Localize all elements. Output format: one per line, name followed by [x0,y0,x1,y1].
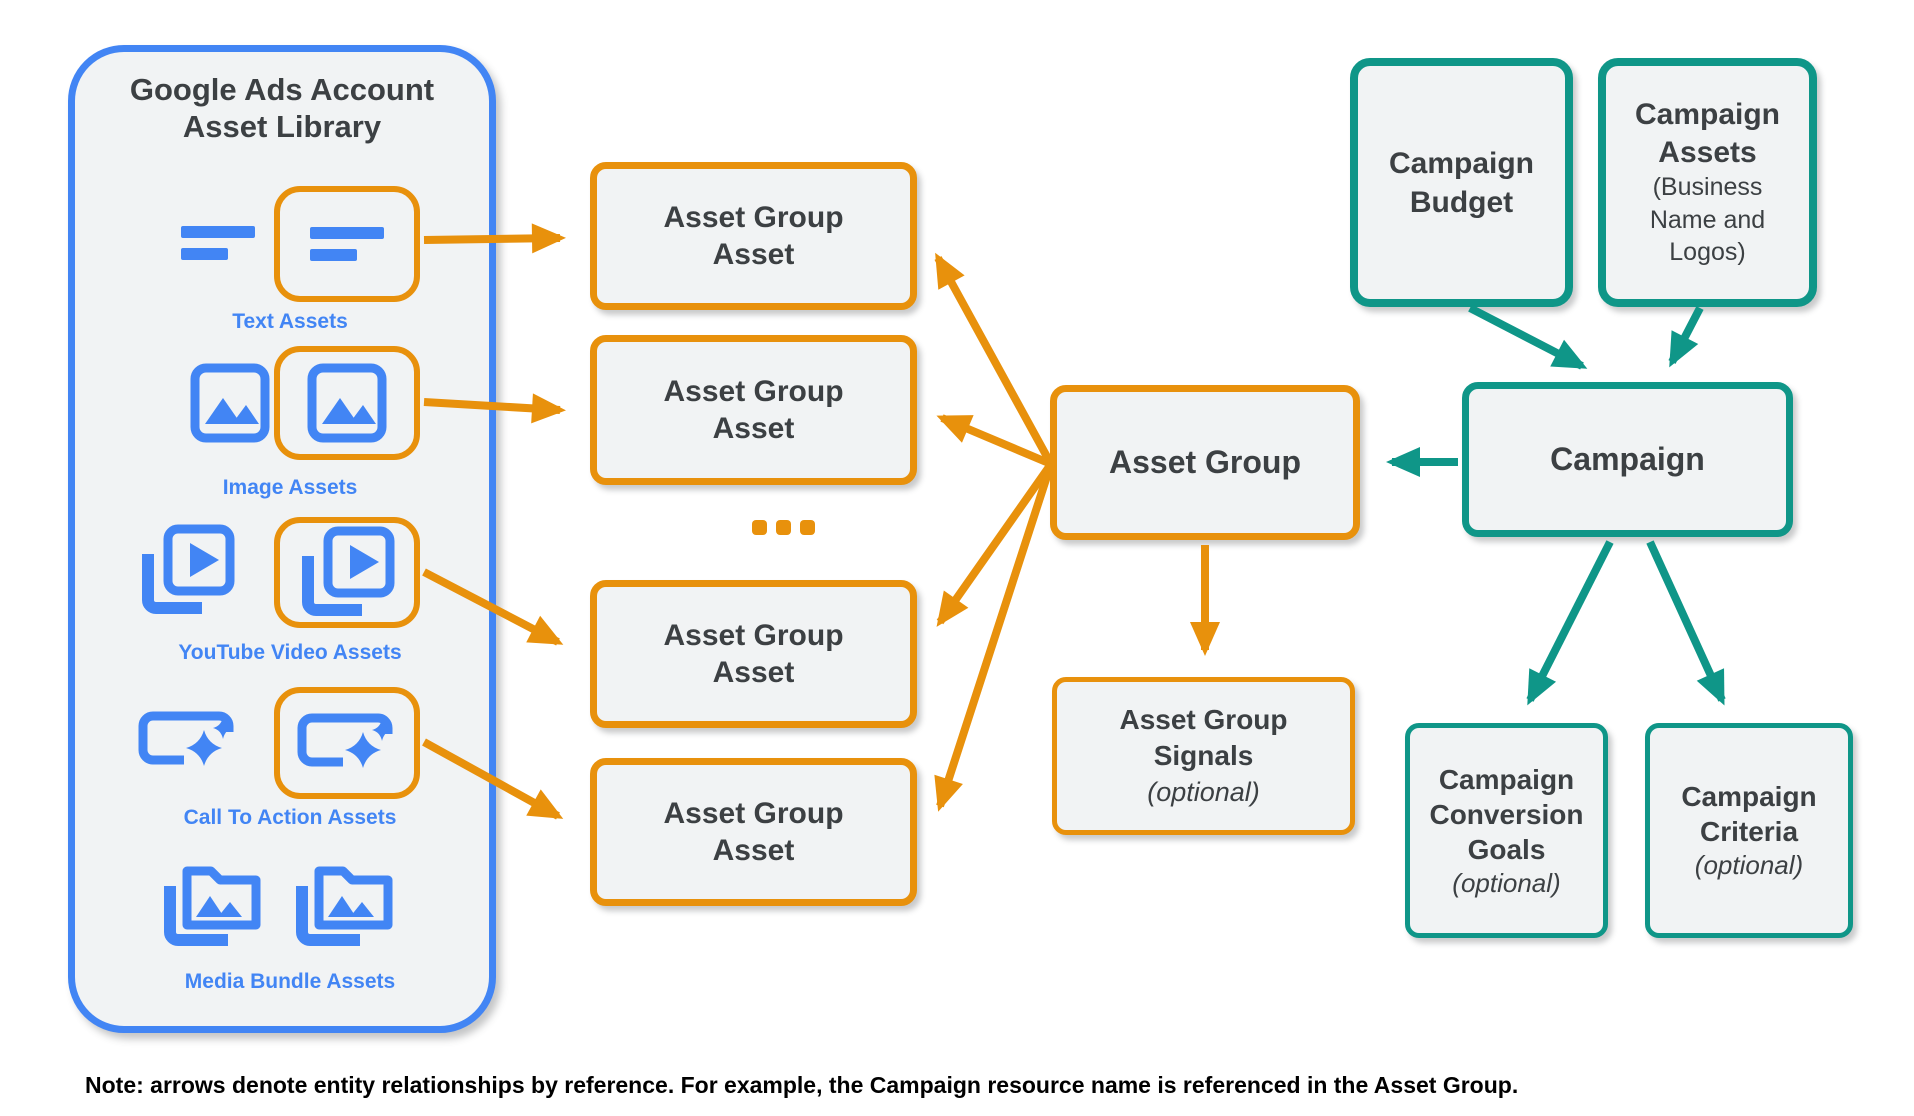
campaign-assets-title: Campaign Assets [1634,98,1781,169]
campaign-assets-box: Campaign Assets (Business Name and Logos… [1598,58,1817,307]
ellipsis-dots [752,520,815,535]
footnote: Note: arrows denote entity relationships… [85,1072,1519,1098]
asset-group-asset-box-3: Asset Group Asset [590,580,917,728]
media-bundle-assets-label: Media Bundle Assets [184,970,396,993]
youtube-video-asset-highlight-box [274,517,420,628]
asset-group-asset-label: Asset Group Asset [663,200,844,272]
media-bundle-asset-icon [292,854,396,948]
campaign-box: Campaign [1462,382,1793,537]
asset-group-asset-label: Asset Group Asset [663,796,844,868]
asset-group-signals-optional: (optional) [1147,776,1260,807]
text-asset-icon [180,222,256,264]
asset-library-title: Google Ads Account Asset Library [68,72,496,145]
image-assets-label: Image Assets [222,476,358,499]
asset-group-asset-label: Asset Group Asset [663,374,844,446]
campaign-label: Campaign [1550,441,1705,477]
arrow-asset-group-to-aga4 [934,462,1055,812]
call-to-action-asset-icon [297,710,397,776]
campaign-budget-label: Campaign Budget [1388,146,1535,219]
arrow-asset-group-to-aga2 [936,414,1053,468]
youtube-video-assets-label: YouTube Video Assets [178,641,402,664]
campaign-conversion-goals-optional: (optional) [1452,867,1561,898]
asset-group-asset-box-1: Asset Group Asset [590,162,917,310]
campaign-conversion-goals-title: Campaign Conversion Goals [1429,763,1584,865]
campaign-criteria-optional: (optional) [1694,850,1804,881]
arrow-asset-group-to-aga1 [934,252,1055,466]
asset-library-title-line1: Google Ads Account [129,72,435,107]
arrow-campaign-to-criteria [1646,540,1726,706]
campaign-budget-box: Campaign Budget [1350,58,1573,307]
asset-group-box: Asset Group [1050,385,1360,540]
campaign-criteria-box: Campaign Criteria (optional) [1645,723,1853,938]
youtube-video-asset-icon [298,526,396,620]
image-asset-icon [190,363,270,443]
asset-group-asset-label: Asset Group Asset [663,618,844,690]
campaign-conversion-goals-box: Campaign Conversion Goals (optional) [1405,723,1608,938]
asset-group-signals-box: Asset Group Signals (optional) [1052,677,1355,835]
asset-library-title-line2: Asset Library [182,108,382,144]
text-asset-highlight-box [274,186,420,302]
call-to-action-asset-icon [138,708,238,774]
image-asset-icon [307,363,387,443]
arrow-asset-group-to-aga3 [936,461,1055,627]
arrow-campaign-budget-to-campaign [1468,304,1588,370]
call-to-action-asset-highlight-box [274,687,420,799]
asset-group-asset-box-2: Asset Group Asset [590,335,917,485]
image-asset-highlight-box [274,346,420,460]
asset-group-signals-title: Asset Group Signals [1119,704,1288,772]
text-assets-label: Text Assets [232,310,348,333]
youtube-video-asset-icon [138,524,236,618]
asset-group-label: Asset Group [1108,444,1302,480]
campaign-assets-subtitle: (Business Name and Logos) [1649,173,1766,267]
asset-group-asset-box-4: Asset Group Asset [590,758,917,906]
campaign-criteria-title: Campaign Criteria [1681,781,1817,848]
arrow-campaign-to-conversion-goals [1526,540,1614,706]
arrow-campaign-assets-to-campaign [1668,306,1704,368]
text-asset-icon [309,223,385,265]
media-bundle-asset-icon [160,854,264,948]
call-to-action-assets-label: Call To Action Assets [183,806,397,829]
